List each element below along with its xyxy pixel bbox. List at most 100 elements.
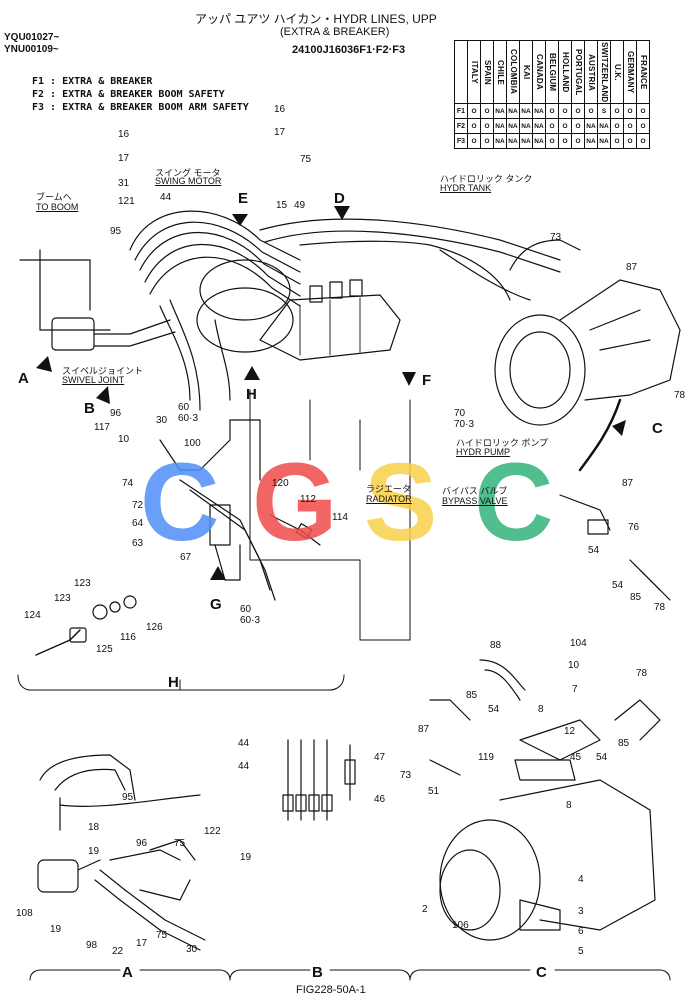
hydr-pump-label: HYDR PUMP (456, 447, 511, 457)
serial-2: YNU00109~ (4, 44, 59, 55)
part-label-116: 116 (120, 632, 136, 643)
country-austria: AUSTRIA (584, 40, 598, 104)
part-label-44c: 44 (238, 761, 250, 772)
part-label-119: 119 (478, 752, 494, 763)
part-label-75c: 75 (156, 930, 168, 941)
part-label-18: 18 (88, 822, 100, 833)
table-cell: O (545, 133, 559, 149)
country-header-row: ITALY SPAIN CHILE COLOMBIA KAI CANADA BE… (454, 40, 650, 104)
to-boom-label: TO BOOM (36, 202, 79, 212)
table-cell: NA (584, 118, 598, 134)
table-cell: O (636, 103, 650, 119)
part-label-72: 72 (132, 500, 144, 511)
table-cell: O (623, 103, 637, 119)
table-cell: O (636, 133, 650, 149)
table-cell: O (545, 118, 559, 134)
row-label: F1 (454, 103, 468, 119)
part-label-19c: 19 (50, 924, 62, 935)
table-cell: NA (506, 103, 520, 119)
view-b-caption: B (312, 964, 323, 981)
title-jp: アッパ ユアツ ハイカン・HYDR LINES, UPP (195, 12, 437, 26)
part-label-60-3b: 60·3 (240, 615, 261, 626)
table-cell: O (571, 118, 585, 134)
view-c-caption: C (536, 964, 547, 981)
table-cell: O (467, 118, 481, 134)
part-label-98: 98 (86, 940, 98, 951)
table-row: F2 O O NA NA NA NA O O O NA NA O O O (454, 118, 650, 134)
part-label-87c: 87 (418, 724, 430, 735)
watermark-letter-3: S (364, 441, 437, 564)
part-label-73b: 73 (400, 770, 412, 781)
radiator-label: RADIATOR (366, 494, 412, 504)
part-label-5: 5 (578, 946, 584, 957)
part-label-122: 122 (204, 826, 221, 837)
part-label-44b: 44 (238, 738, 250, 749)
part-label-121: 121 (118, 196, 135, 207)
country-switzerland: SWITZERLAND (597, 40, 611, 104)
part-label-19: 19 (240, 852, 252, 863)
bypass-valve-label: BYPASS VALVE (442, 496, 508, 506)
part-label-106: 106 (452, 920, 469, 931)
part-label-123: 123 (74, 578, 91, 589)
watermark-letter-1: C (140, 441, 219, 564)
part-label-85c: 85 (618, 738, 630, 749)
part-label-51: 51 (428, 786, 440, 797)
view-label-f: F (422, 372, 432, 389)
part-label-10b: 10 (568, 660, 580, 671)
swivel-joint-jp-label: スイベルジョイント (62, 366, 144, 376)
part-label-10: 10 (118, 434, 130, 445)
part-label-70-3: 70·3 (454, 419, 475, 430)
subtitle: (EXTRA & BREAKER) (280, 26, 390, 38)
part-number: 24100J16036F1·F2·F3 (292, 44, 406, 56)
view-label-b: B (84, 400, 95, 417)
swing-motor-jp-label: スイング モータ (155, 168, 221, 178)
part-label-54b: 54 (612, 580, 624, 591)
table-cell: NA (597, 118, 611, 134)
legend-f1: F1 : EXTRA & BREAKER (32, 76, 153, 87)
table-cell: NA (519, 133, 533, 149)
part-label-100: 100 (184, 438, 201, 449)
country-holland: HOLLAND (558, 40, 572, 104)
part-label-85b: 85 (466, 690, 478, 701)
part-label-17: 17 (118, 153, 130, 164)
table-cell: O (480, 103, 494, 119)
part-label-54: 54 (588, 545, 600, 556)
country-belgium: BELGIUM (545, 40, 559, 104)
part-label-126: 126 (146, 622, 163, 633)
view-label-c: C (652, 420, 663, 437)
table-cell: NA (532, 133, 546, 149)
view-label-a: A (18, 370, 29, 387)
part-label-54d: 54 (596, 752, 608, 763)
country-chile: CHILE (493, 40, 507, 104)
part-label-117: 117 (94, 422, 110, 433)
country-portugal: PORTUGAL (571, 40, 585, 104)
table-cell: O (623, 118, 637, 134)
part-label-95: 95 (110, 226, 122, 237)
table-cell: O (571, 103, 585, 119)
row-label: F3 (454, 133, 468, 149)
part-label-123b: 123 (54, 593, 71, 604)
country-italy: ITALY (467, 40, 481, 104)
hydr-tank-label: HYDR TANK (440, 183, 492, 193)
table-cell: NA (584, 133, 598, 149)
table-cell: O (610, 133, 624, 149)
part-label-8: 8 (538, 704, 544, 715)
part-label-87: 87 (626, 262, 638, 273)
country-uk: U.K. (610, 40, 624, 104)
view-h-caption: H (168, 674, 179, 691)
swivel-joint-label: SWIVEL JOINT (62, 375, 125, 385)
watermark-letter-4: C (474, 441, 553, 564)
swing-motor-label: SWING MOTOR (155, 176, 222, 186)
part-label-108: 108 (16, 908, 33, 919)
table-cell: O (610, 118, 624, 134)
table-cell: NA (519, 103, 533, 119)
part-label-112: 112 (300, 494, 316, 505)
serial-1: YQU01027~ (4, 32, 60, 43)
part-label-17b: 17 (274, 127, 286, 138)
table-cell: O (545, 103, 559, 119)
part-label-30: 30 (156, 415, 168, 426)
part-label-8b: 8 (566, 800, 572, 811)
to-boom-jp-label: ブームへ (36, 192, 72, 202)
country-canada: CANADA (532, 40, 546, 104)
watermark-letter-2: G (252, 441, 338, 564)
